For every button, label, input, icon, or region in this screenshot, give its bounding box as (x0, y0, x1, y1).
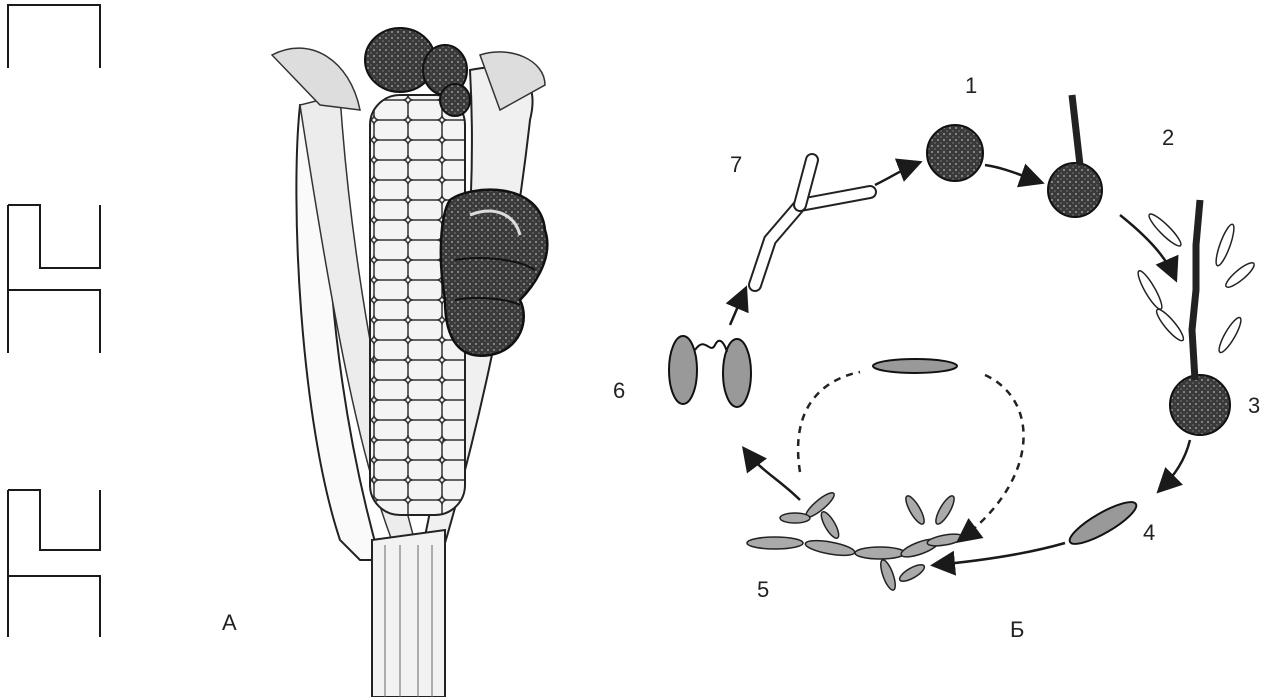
stage-label-3: 3 (1248, 393, 1260, 418)
life-cycle-diagram (669, 95, 1257, 592)
corn-ear-illustration (272, 28, 547, 697)
binder-rings (8, 5, 100, 637)
husk-top-tuft (272, 48, 360, 110)
panel-b-label: Б (1010, 617, 1024, 642)
sporidium (1065, 495, 1141, 550)
basidium (1192, 200, 1200, 380)
stage-label-5: 5 (757, 577, 769, 602)
germinating-teliospore (1048, 163, 1102, 217)
stage-label-1: 1 (965, 73, 977, 98)
stalk (372, 530, 445, 697)
inner-cycle-path (798, 372, 1023, 540)
stage-label-4: 4 (1143, 520, 1155, 545)
inner-cycle-sporidium (873, 359, 957, 373)
stage-label-7: 7 (730, 152, 742, 177)
stage-label-2: 2 (1162, 125, 1174, 150)
teliospore-with-basidium (1170, 375, 1230, 435)
dikaryotic-hypha (755, 160, 870, 285)
budding-sporidia (747, 490, 964, 592)
panel-a-label: А (222, 610, 237, 635)
stage-label-6: 6 (613, 378, 625, 403)
teliospore (927, 125, 983, 181)
smut-gall-large (441, 190, 547, 356)
promycelium (1072, 95, 1080, 165)
fusing-cells (669, 336, 751, 407)
